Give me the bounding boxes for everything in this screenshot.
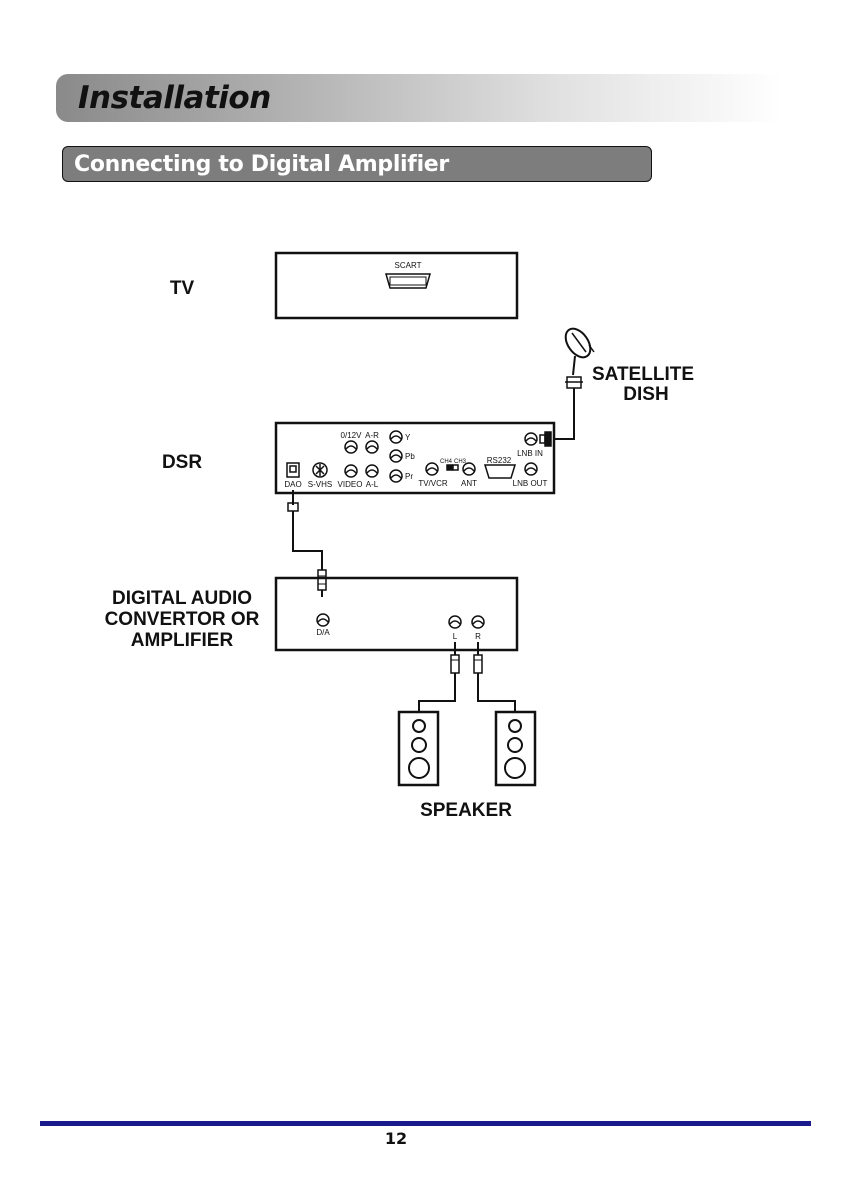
- speaker-right-icon: [496, 712, 535, 785]
- port-ar-label: A-R: [365, 431, 379, 440]
- dsr-label: DSR: [162, 452, 202, 473]
- speaker-left-icon: [399, 712, 438, 785]
- satellite-dish-icon: [561, 324, 596, 398]
- amp-label-3: AMPLIFIER: [131, 630, 234, 651]
- port-svhs-label: S-VHS: [308, 480, 332, 489]
- port-dao-label: DAO: [284, 480, 301, 489]
- amp-label-2: CONVERTOR OR: [105, 609, 260, 630]
- page-number: 12: [383, 1129, 409, 1148]
- port-pr-label: Pr: [405, 472, 413, 481]
- port-rs232-label: RS232: [487, 456, 512, 465]
- port-al-label: A-L: [366, 480, 379, 489]
- scart-label: SCART: [395, 261, 422, 270]
- footer-rule: [40, 1121, 811, 1126]
- amp-connectors: [317, 614, 484, 628]
- scart-port: [386, 274, 430, 288]
- amp-label-1: DIGITAL AUDIO: [112, 588, 252, 609]
- port-lnbin-label: LNB IN: [517, 449, 543, 458]
- port-012v-label: 0/12V: [341, 431, 363, 440]
- port-pb-label: Pb: [405, 452, 415, 461]
- port-lnbout-label: LNB OUT: [513, 479, 548, 488]
- port-r-label: R: [475, 632, 481, 641]
- port-video-label: VIDEO: [338, 480, 363, 489]
- speaker-cables: [419, 642, 515, 712]
- satellite-label-2: DISH: [623, 384, 668, 405]
- port-l-label: L: [453, 632, 458, 641]
- dsr-connectors: [287, 431, 551, 482]
- port-ch3-label: CH3: [454, 459, 467, 465]
- port-ch4-label: CH4: [440, 459, 453, 465]
- speaker-label: SPEAKER: [420, 800, 512, 821]
- optical-cable: [293, 511, 322, 570]
- port-da-label: D/A: [316, 628, 330, 637]
- port-ant-label: ANT: [461, 479, 477, 488]
- tv-label: TV: [170, 278, 195, 299]
- port-tvvcr-label: TV/VCR: [418, 479, 448, 488]
- port-y-label: Y: [405, 433, 411, 442]
- satellite-label-1: SATELLITE: [592, 364, 694, 385]
- lnb-cable: [555, 398, 574, 439]
